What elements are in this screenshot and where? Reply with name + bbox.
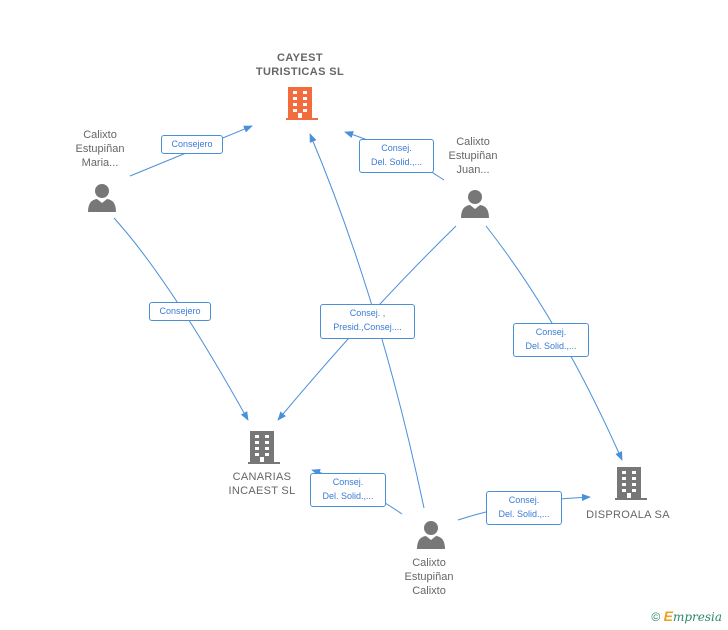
building-icon-canarias [248, 431, 280, 464]
person-icon-juan [461, 190, 489, 218]
person-icon-calixto [417, 521, 445, 549]
edge-label-maria-canarias[interactable]: Consejero [149, 302, 211, 321]
edge-label-calixto-canarias[interactable]: Consej. Del. Solid.,... [310, 473, 386, 507]
building-icon-cayest [286, 87, 318, 120]
building-icon-disproala [615, 467, 647, 500]
node-label-cayest[interactable]: CAYEST TURISTICAS SL [255, 52, 345, 78]
person-icon-maria [88, 184, 116, 212]
empresia-watermark: © Empresia [651, 608, 722, 624]
edge-label-middle[interactable]: Consej. , Presid.,Consej.... [320, 304, 415, 339]
edge-label-juan-disproala[interactable]: Consej. Del. Solid.,... [513, 323, 589, 357]
empresia-brand: mpresia [672, 610, 722, 624]
node-label-disproala[interactable]: DISPROALA SA [586, 509, 670, 521]
copyright-symbol: © [651, 610, 661, 624]
node-label-juan[interactable]: Calixto Estupiñan Juan... [448, 136, 498, 176]
node-label-calixto[interactable]: Calixto Estupiñan Calixto [404, 557, 454, 597]
edge-maria-canarias [113, 217, 249, 421]
edge-label-juan-cayest[interactable]: Consej. Del. Solid.,... [359, 139, 434, 173]
node-label-maria[interactable]: Calixto Estupiñan Maria... [75, 129, 125, 169]
edge-label-calixto-disproala[interactable]: Consej. Del. Solid.,... [486, 491, 562, 525]
node-label-canarias[interactable]: CANARIAS INCAEST SL [228, 471, 296, 497]
empresia-logo-initial: E [663, 608, 673, 624]
edge-label-maria-cayest[interactable]: Consejero [161, 135, 223, 154]
